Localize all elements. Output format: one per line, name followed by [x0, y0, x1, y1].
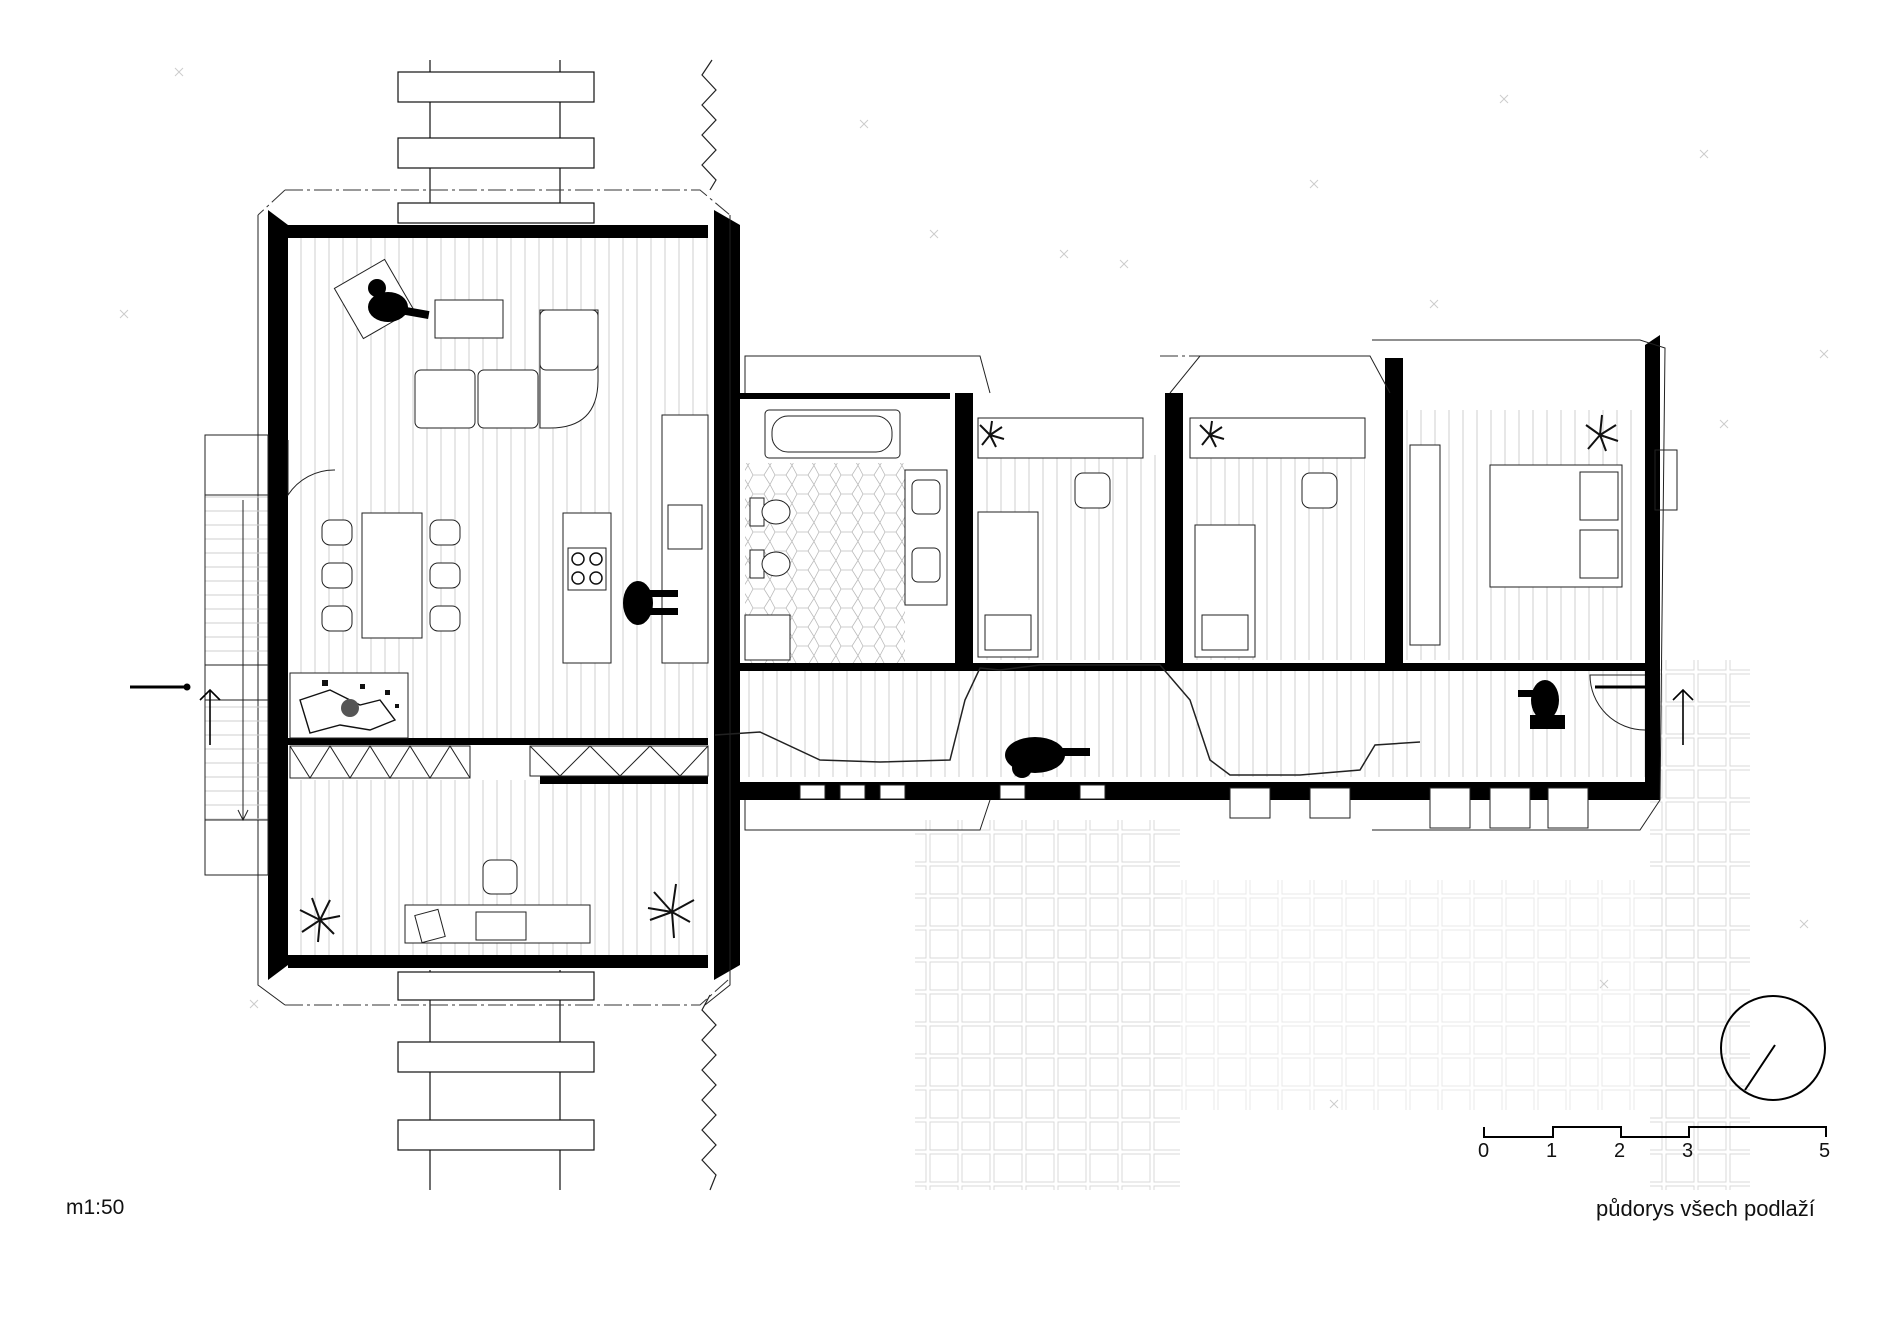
corridor-windows [799, 784, 1589, 829]
bathtub [764, 409, 901, 459]
sofa [414, 309, 599, 429]
plant-icon-bedroom1 [979, 420, 1005, 448]
toilet [749, 497, 791, 579]
plant-icon-bedroom3 [1585, 414, 1619, 452]
dining-table [321, 512, 461, 639]
kitchen-island [562, 512, 612, 664]
scale-tick-1: 1 [1546, 1140, 1558, 1162]
double-bed-pillow-a [1579, 471, 1619, 521]
left-wagon-walls [268, 210, 740, 980]
person-icon-corridor [1005, 737, 1090, 778]
scale-tick-0: 0 [1478, 1140, 1490, 1162]
plant-icon-bedroom2 [1199, 420, 1225, 448]
double-bed-pillow-b [1579, 529, 1619, 579]
right-wagon-outer [744, 339, 1678, 831]
person-icon-entrance [1518, 680, 1565, 729]
entry-door-right [1589, 674, 1646, 731]
wardrobe-bedroom3 [1409, 444, 1441, 646]
paving-area [915, 820, 1180, 1190]
kitchen-counter [661, 414, 709, 664]
shower-tray [744, 614, 791, 661]
person-icon [368, 279, 430, 322]
plant-icon [299, 883, 695, 943]
bathroom-sinks [904, 469, 948, 606]
desk-chair [482, 859, 518, 895]
stove-icon [571, 552, 603, 585]
laptop [475, 911, 527, 941]
corridor-floor [740, 665, 1645, 777]
section-marker-left [130, 683, 221, 745]
stairs-arrow [237, 500, 249, 822]
north-arrow-icon [1720, 995, 1826, 1101]
bedroom2-shelf [1189, 417, 1366, 459]
map-model [299, 680, 399, 734]
scale-tick-2: 2 [1614, 1140, 1626, 1162]
break-line-bottom [701, 994, 717, 1191]
book [414, 908, 446, 944]
section-marker-right [1595, 683, 1694, 745]
scale-tick-5: 5 [1819, 1140, 1831, 1162]
scale-label: m1:50 [66, 1196, 125, 1219]
paving-area-mid [1180, 880, 1650, 1110]
break-line [701, 59, 717, 191]
scale-tick-3: 3 [1682, 1140, 1694, 1162]
bedroom2-chair [1301, 472, 1338, 509]
corridor-path [714, 664, 1421, 776]
left-wagon-outer [204, 215, 731, 1006]
scale-bar [1483, 1126, 1827, 1138]
railway-track-top [397, 60, 595, 224]
railway-track-bottom [397, 970, 595, 1190]
study-wardrobe [289, 745, 709, 779]
plan-title: půdorys všech podlaží [1596, 1196, 1815, 1221]
right-wagon-walls [740, 335, 1660, 800]
bed-1-pillow [984, 614, 1032, 651]
bed-2-pillow [1201, 614, 1249, 651]
entry-door [287, 440, 336, 497]
coffee-table [434, 299, 504, 339]
bedroom1-chair [1074, 472, 1111, 509]
bedroom1-shelf [977, 417, 1144, 459]
paving-area-right [1650, 660, 1750, 1190]
cook-person-icon [623, 581, 678, 625]
